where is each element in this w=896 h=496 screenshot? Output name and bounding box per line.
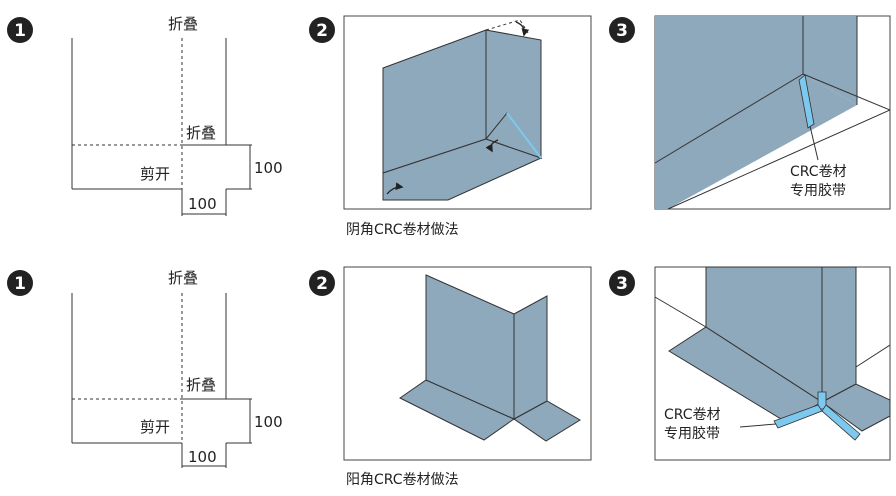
step-badge: 3 — [609, 17, 635, 43]
badge-number: 1 — [14, 21, 26, 41]
step-badge: 3 — [609, 270, 635, 296]
floor-membrane — [382, 138, 543, 201]
right-floor-edge — [855, 344, 891, 368]
left-wall-membrane — [655, 16, 803, 163]
tape-leader-line — [739, 423, 777, 428]
badge-circle-icon — [309, 17, 335, 43]
badge-number: 1 — [14, 274, 26, 294]
tape-label-line1: CRC卷材 — [664, 407, 721, 423]
badge-number: 3 — [616, 274, 628, 294]
curved-arrow-icon — [515, 21, 530, 37]
row1-step2-fold-diagram: 2 阴角CRC卷材做法 — [309, 15, 592, 238]
badge-circle-icon — [609, 270, 635, 296]
width-dimension: 100 — [188, 195, 217, 213]
fold-crease-highlight — [506, 112, 542, 159]
width-dimension: 100 — [188, 448, 217, 466]
floor-edge-line — [667, 109, 891, 210]
step-badge: 1 — [7, 270, 33, 296]
fold-label-middle: 折叠 — [186, 124, 216, 142]
badge-number: 2 — [316, 274, 328, 294]
fold-label-top: 折叠 — [168, 15, 198, 33]
left-floor-edge — [654, 296, 707, 328]
row1-step3-tape-diagram: 3 CRC卷材 专用胶带 — [609, 15, 891, 210]
badge-number: 3 — [616, 21, 628, 41]
right-wall-membrane — [803, 16, 857, 105]
curved-arrow-icon — [485, 139, 499, 153]
fold-label-top: 折叠 — [168, 269, 198, 287]
row-2-outside-corner: 1 折叠 折叠 剪开 100 100 2 — [7, 266, 891, 488]
badge-circle-icon — [309, 270, 335, 296]
badge-number: 2 — [316, 21, 328, 41]
step-badge: 2 — [309, 17, 335, 43]
height-dimension: 100 — [254, 413, 283, 431]
method-caption: 阳角CRC卷材做法 — [346, 472, 459, 488]
step-badge: 2 — [309, 270, 335, 296]
side-wall-membrane — [821, 266, 857, 403]
crc-tape-strip — [798, 74, 815, 129]
badge-circle-icon — [609, 17, 635, 43]
tape-leader-line — [809, 125, 819, 161]
row1-step1-unfold-diagram: 1 折叠 折叠 剪开 100 100 — [7, 15, 283, 216]
row2-step2-fold-diagram: 2 阳角CRC卷材做法 — [309, 266, 592, 488]
method-caption: 阴角CRC卷材做法 — [346, 222, 459, 238]
fold-label-middle: 折叠 — [186, 376, 216, 394]
curved-arrow-icon — [386, 182, 404, 195]
right-base-line — [802, 73, 891, 111]
tape-label-line2: 专用胶带 — [790, 182, 846, 199]
row2-step3-tape-diagram: 3 CRC卷材 专用胶带 — [609, 266, 891, 461]
tape-label-line2: 专用胶带 — [664, 425, 720, 442]
height-dimension: 100 — [254, 159, 283, 177]
side-wall-membrane — [513, 295, 548, 420]
cut-label: 剪开 — [140, 165, 170, 183]
badge-circle-icon — [7, 270, 33, 296]
crc-tape-right — [821, 404, 861, 441]
row-1-inside-corner: 1 折叠 折叠 剪开 100 100 2 — [7, 15, 891, 238]
badge-circle-icon — [7, 17, 33, 43]
cut-label: 剪开 — [140, 418, 170, 436]
row2-step1-unfold-diagram: 1 折叠 折叠 剪开 100 100 — [7, 269, 283, 468]
tape-label-line1: CRC卷材 — [790, 164, 847, 180]
step-badge: 1 — [7, 17, 33, 43]
left-base-line — [654, 73, 804, 164]
